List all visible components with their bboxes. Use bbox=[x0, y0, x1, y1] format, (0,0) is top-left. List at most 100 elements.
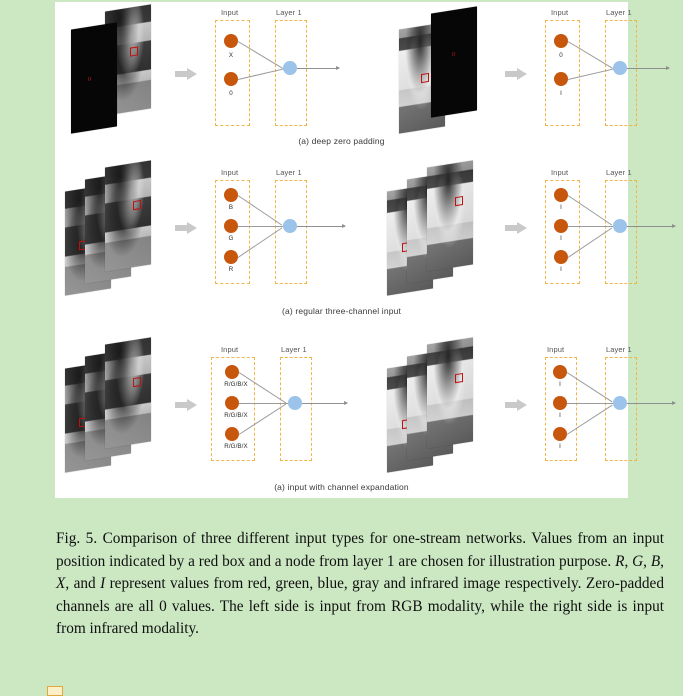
input-node-label: I bbox=[559, 412, 561, 419]
figure-caption-var-r: R bbox=[615, 552, 625, 570]
connection-edge bbox=[568, 226, 614, 227]
network-diagram: Input Layer 1 B G R bbox=[203, 164, 346, 310]
zero-padding-plane: 0 bbox=[71, 22, 117, 134]
input-node-label: R/G/B/X bbox=[224, 443, 248, 450]
image-stack: 0 bbox=[393, 6, 491, 138]
figure-row-regular-three-channel: Input Layer 1 B G R bbox=[55, 150, 676, 316]
figure-caption-text-1: Comparison of three different input type… bbox=[56, 530, 664, 570]
layer-node bbox=[288, 396, 302, 410]
input-node-label: R bbox=[228, 266, 234, 273]
input-node-label: X bbox=[228, 52, 234, 59]
input-node bbox=[224, 188, 238, 202]
layer-group-box bbox=[275, 20, 307, 126]
zero-marker-label: 0 bbox=[88, 76, 91, 83]
network-diagram: Input Layer 1 I I I bbox=[533, 341, 676, 487]
input-node bbox=[224, 219, 238, 233]
input-column-title: Input bbox=[221, 345, 239, 354]
output-edge bbox=[297, 66, 340, 70]
network-diagram: Input Layer 1 0 I bbox=[533, 4, 671, 150]
input-node-label: 0 bbox=[559, 52, 563, 59]
figure-row-deep-zero-padding: 0 Input Layer 1 X 0 bbox=[55, 2, 670, 167]
input-node bbox=[224, 250, 238, 264]
row-c-right-infrared: Input Layer 1 I I I bbox=[385, 327, 676, 477]
row-b-left-rgb: Input Layer 1 B G R bbox=[55, 150, 346, 300]
input-node-label: I bbox=[560, 90, 562, 97]
input-group-box bbox=[545, 357, 577, 461]
figure-row-channel-expandation: Input Layer 1 R/G/B/X R/G/B/X R/G/B/X bbox=[55, 327, 676, 492]
layer-node bbox=[613, 396, 627, 410]
red-marker-box bbox=[455, 195, 463, 207]
next-figure-fragment bbox=[47, 686, 63, 696]
output-edge bbox=[297, 224, 346, 228]
layer-node bbox=[283, 61, 297, 75]
flow-arrow-icon bbox=[505, 68, 527, 80]
figure-caption-text-2: represent values from red, green, blue, … bbox=[56, 575, 664, 638]
input-node-label: G bbox=[228, 235, 234, 242]
flow-arrow-icon bbox=[505, 222, 527, 234]
red-marker-box bbox=[421, 72, 429, 84]
red-marker-box bbox=[133, 376, 141, 388]
input-group-box bbox=[215, 20, 250, 126]
input-column-title: Input bbox=[551, 168, 569, 177]
input-node bbox=[225, 427, 239, 441]
flow-arrow-icon bbox=[175, 399, 197, 411]
input-node bbox=[225, 396, 239, 410]
network-diagram: Input Layer 1 I I I bbox=[533, 164, 676, 310]
input-group-box bbox=[215, 180, 250, 284]
gray-image-plane bbox=[105, 337, 151, 449]
row-c-left-rgb: Input Layer 1 R/G/B/X R/G/B/X R/G/B/X bbox=[55, 327, 348, 477]
layer-group-box bbox=[605, 20, 637, 126]
input-node bbox=[224, 34, 238, 48]
figure-caption-sep-4: , and bbox=[65, 575, 101, 593]
layer-group-box bbox=[280, 357, 312, 461]
row-a-right-infrared: 0 Input Layer 1 0 I bbox=[385, 2, 671, 152]
output-edge bbox=[627, 66, 670, 70]
input-group-box bbox=[545, 180, 580, 284]
flow-arrow-icon bbox=[175, 222, 197, 234]
red-marker-box bbox=[130, 46, 138, 57]
input-column-title: Input bbox=[547, 345, 565, 354]
input-node-label: I bbox=[559, 381, 561, 388]
zero-padding-plane: 0 bbox=[431, 6, 477, 118]
figure-caption-sep-3: , bbox=[660, 552, 664, 570]
image-stack bbox=[385, 156, 483, 296]
image-stack: 0 bbox=[63, 4, 161, 138]
figure-caption-sep-2: , bbox=[643, 552, 651, 570]
infrared-image-plane bbox=[427, 160, 473, 272]
layer-node bbox=[613, 61, 627, 75]
input-node bbox=[554, 188, 568, 202]
red-marker-box bbox=[133, 199, 141, 211]
input-node bbox=[553, 427, 567, 441]
red-marker-box bbox=[455, 372, 463, 384]
layer-node bbox=[283, 219, 297, 233]
input-node-label: 0 bbox=[229, 90, 233, 97]
connection-edge bbox=[238, 226, 284, 227]
layer-column-title: Layer 1 bbox=[281, 345, 307, 354]
layer-node bbox=[613, 219, 627, 233]
image-stack bbox=[63, 156, 161, 296]
layer-column-title: Layer 1 bbox=[606, 8, 632, 17]
row-a-left-rgb: 0 Input Layer 1 X 0 bbox=[55, 2, 341, 152]
figure-caption-var-i: I bbox=[100, 575, 106, 593]
figure-caption-var-g: G bbox=[632, 552, 644, 570]
input-node bbox=[554, 250, 568, 264]
image-stack bbox=[385, 333, 483, 473]
input-node-label: I bbox=[560, 235, 562, 242]
input-node-label: R/G/B/X bbox=[224, 381, 248, 388]
input-node-label: B bbox=[228, 204, 234, 211]
connection-edge bbox=[567, 403, 614, 404]
input-column-title: Input bbox=[221, 168, 239, 177]
input-node bbox=[553, 396, 567, 410]
infrared-image-plane bbox=[427, 337, 473, 449]
layer-column-title: Layer 1 bbox=[606, 345, 632, 354]
input-node-label: I bbox=[559, 443, 561, 450]
input-node bbox=[553, 365, 567, 379]
row-caption: (a) input with channel expandation bbox=[274, 482, 409, 492]
zero-marker-label: 0 bbox=[452, 51, 455, 59]
input-node bbox=[225, 365, 239, 379]
input-group-box bbox=[211, 357, 255, 461]
row-caption: (a) regular three-channel input bbox=[282, 306, 401, 316]
figure-caption: Fig. 5. Comparison of three different in… bbox=[56, 528, 664, 641]
input-node-label: I bbox=[560, 204, 562, 211]
input-node bbox=[224, 72, 238, 86]
